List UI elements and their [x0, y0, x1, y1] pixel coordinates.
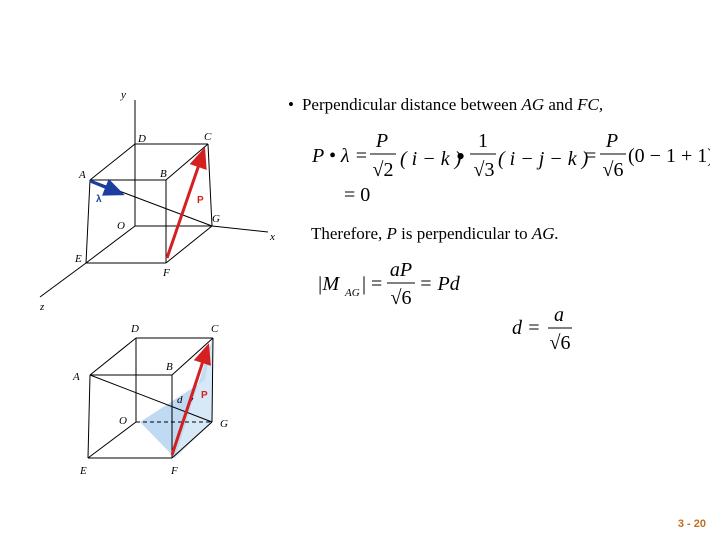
eq3-num: a: [554, 306, 564, 326]
eq2-num: aP: [390, 262, 412, 281]
label-c: C: [204, 131, 212, 143]
eq1-f2-num: 1: [478, 130, 488, 152]
eq1-f2-den: √3: [474, 159, 495, 181]
force-vector-p: [165, 147, 207, 259]
eq1-vec3: (0 − 1 + 1): [628, 145, 710, 167]
label-z: z: [39, 301, 45, 313]
edge2-o-e: [87, 421, 137, 459]
therefore-ag: AG.: [531, 224, 559, 243]
eq1-line2: = 0: [344, 184, 370, 206]
bullet-and: and: [548, 95, 573, 114]
label-o: O: [117, 220, 125, 232]
label-y: y: [120, 89, 126, 101]
unit-vector-lambda: [89, 178, 125, 196]
eq1-vec2: ( i − j − k ): [498, 148, 589, 170]
therefore-mid: is perpendicular to: [401, 224, 528, 243]
label-lambda: λ: [96, 194, 102, 205]
eq1-dot: •: [456, 142, 465, 171]
cube-diagram-1: y x z D C A B O G E F P λ: [39, 89, 275, 313]
eq2-den: √6: [391, 287, 412, 309]
shaded-plane-2: [175, 337, 213, 458]
eq1-lhs: P • λ =: [311, 145, 368, 167]
x-axis: [211, 225, 269, 233]
label2-d-distance: d: [177, 394, 183, 406]
label-a: A: [78, 169, 86, 181]
bullet-symbol: •: [288, 95, 294, 114]
label-e: E: [74, 253, 82, 265]
edge-b-c: [165, 143, 209, 181]
z-axis: [39, 262, 87, 298]
label2-b: B: [166, 361, 173, 373]
label2-o: O: [119, 415, 127, 427]
edge2-a-e: [87, 374, 91, 459]
eq1-f1-den: √2: [373, 159, 394, 181]
force-vector-p-2: [170, 343, 211, 456]
eq2-rhs: = Pd: [419, 273, 461, 295]
bullet-prefix: Perpendicular distance between: [301, 95, 518, 114]
eq2-sub: AG: [344, 287, 360, 299]
label-d: D: [137, 133, 146, 145]
slide-number: 3 - 20: [677, 518, 706, 530]
label-b: B: [160, 168, 167, 180]
therefore-p: P: [386, 224, 397, 243]
label2-f: F: [170, 465, 178, 477]
equation-moment: |M AG | = aP √6 = Pd: [317, 262, 461, 309]
eq2-lhs-close: | =: [362, 273, 382, 295]
eq3-lhs: d =: [512, 317, 541, 339]
bullet-text: • Perpendicular distance between AG and F…: [288, 95, 603, 115]
eq1-f3-den: √6: [603, 159, 624, 181]
label-g: G: [212, 213, 220, 225]
edge-f-g: [165, 225, 213, 264]
label-x: x: [269, 231, 275, 243]
label2-c: C: [211, 323, 219, 335]
eq2-lhs: |M: [317, 273, 340, 295]
edge-o-e: [85, 225, 136, 264]
therefore-prefix: Therefore,: [311, 224, 383, 243]
equation-dot-product: P • λ = P √2 ( i − k ) • 1 √3 ( i − j − …: [311, 130, 710, 206]
label2-e: E: [79, 465, 87, 477]
cube-diagram-2: D C A B O G E F P d: [72, 323, 228, 477]
edge-c-g: [207, 143, 213, 227]
edge2-d-a: [89, 337, 137, 376]
label2-p: P: [201, 390, 208, 401]
label-f: F: [162, 267, 170, 279]
label2-a: A: [72, 371, 80, 383]
eq1-f1-num: P: [375, 130, 388, 152]
eq1-f3-num: P: [605, 130, 618, 152]
therefore-text: Therefore, P is perpendicular to AG.: [311, 224, 559, 244]
label2-g: G: [220, 418, 228, 430]
bullet-fc: FC,: [577, 95, 604, 114]
edge-a-e: [85, 179, 91, 264]
edge2-c-g: [211, 337, 214, 423]
edge2-f-g: [171, 421, 213, 459]
bullet-ag: AG: [521, 95, 545, 114]
eq3-den: √6: [550, 332, 571, 354]
eq1-equals: =: [585, 145, 596, 167]
edge-d-a: [89, 143, 136, 181]
shaded-plane: [140, 337, 213, 458]
label2-d: D: [130, 323, 139, 335]
equation-distance: d = a √6: [512, 306, 572, 354]
label-p: P: [197, 195, 204, 206]
diagonal2-a-g: [89, 374, 213, 423]
eq1-vec1: ( i − k ): [400, 148, 462, 170]
